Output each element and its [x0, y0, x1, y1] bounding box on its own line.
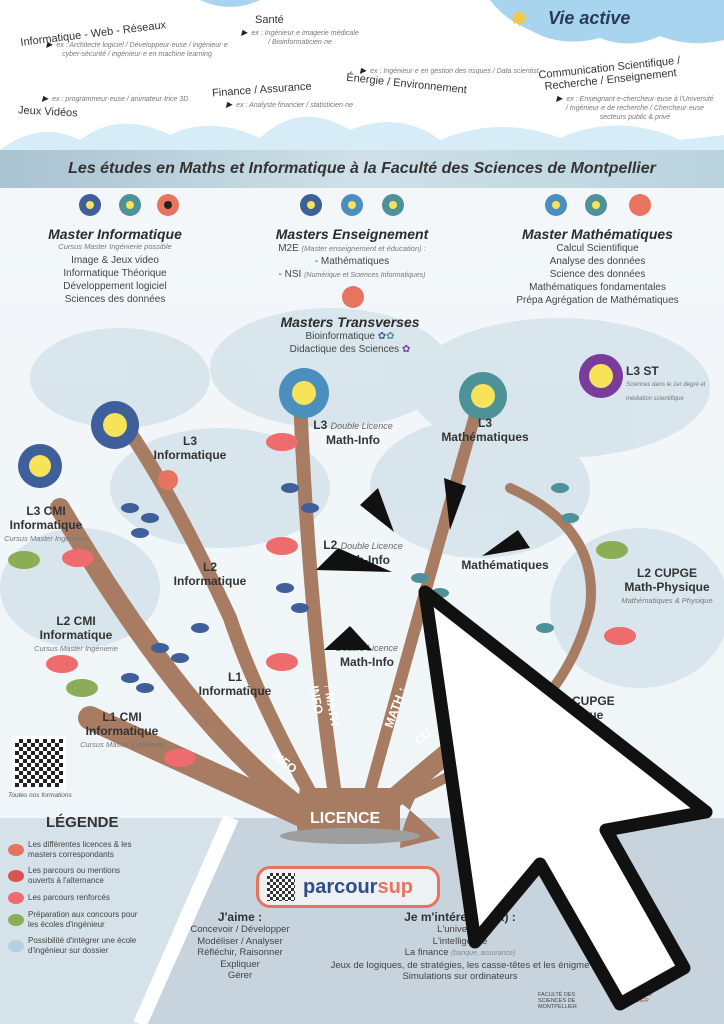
sky-background: [0, 0, 724, 150]
arrow-icon: ▶: [556, 94, 563, 103]
flower-icon: [579, 354, 623, 398]
university-logo: UNIVERSITÉ DE MONTPELLIER: [610, 992, 653, 1004]
arrow-icon: ▶: [241, 28, 248, 37]
sector-sante: Santé: [255, 14, 284, 26]
flower-icon: [79, 194, 141, 216]
dragonfly-icon: [8, 940, 24, 952]
page-title: Les études en Maths et Informatique à la…: [68, 160, 656, 177]
trunk-label-licence: LICENCE: [310, 810, 381, 827]
masters-enseignement: Masters Enseignement M2E (Master enseign…: [275, 226, 429, 280]
ladybug-icon: [158, 194, 651, 490]
legend-title: LÉGENDE: [46, 814, 119, 831]
legend-item-ecole-ingenieur: Possibilité d'intégrer une école d'ingén…: [8, 936, 138, 956]
vie-active-title: Vie active: [548, 8, 631, 28]
parcoursup-button[interactable]: parcoursup: [256, 866, 440, 908]
arrow-icon: ▶: [360, 66, 367, 75]
parcoursup-logo: parcoursup: [303, 875, 414, 898]
flower-icon: [545, 194, 607, 216]
label-l2-mathematiques: Mathématiques: [461, 558, 549, 572]
sector-sante-example: ▶ex : Ingénieur·e imagerie médicale / Bi…: [241, 28, 359, 46]
ladybug-icon: [8, 870, 24, 882]
qr-code: [267, 873, 295, 901]
arrow-icon: ▶: [42, 94, 49, 103]
page-banner: Les études en Maths et Informatique à la…: [0, 150, 724, 188]
flower-icon: [18, 444, 62, 488]
flower-icon: ✿: [401, 344, 411, 355]
flower-icon: [8, 844, 24, 856]
master-informatique: Master Informatique Cursus Master Ingéni…: [48, 226, 182, 305]
flower-icon: [91, 401, 139, 449]
masters-transverses: Masters Transverses Bioinformatique ✿✿ D…: [280, 314, 420, 355]
sector-jeux-example: ▶ex : programmeur·euse / animateur·trice…: [42, 94, 189, 103]
sun-icon: ✸: [510, 6, 529, 31]
leaf-icon: [8, 892, 24, 904]
sector-finance-example: ▶ex : Analyste financier / statisticien·…: [226, 100, 354, 109]
ladybug-icon: [157, 194, 179, 216]
legend: Les différentes licences & les masters c…: [8, 840, 138, 962]
flowers: [18, 194, 651, 490]
arrow-icon: ▶: [46, 40, 53, 49]
legend-item-licences: Les différentes licences & les masters c…: [8, 840, 138, 860]
legend-item-alternance: Les parcours ou mentions ouverts à l'alt…: [8, 866, 138, 886]
sector-informatique-example: ▶ex : Architecte logiciel / Développeur·…: [46, 40, 228, 58]
sector-communication-example: ▶ex : Enseignant·e-chercheur·euse à l'Un…: [556, 94, 714, 121]
flower-icon: [459, 372, 507, 420]
sector-energie-example: ▶ex : Ingénieur·e en gestion des risques…: [360, 66, 539, 75]
flower-icon: ✿: [386, 331, 395, 342]
leaf-icon: [8, 914, 24, 926]
arrow-icon: ▶: [226, 100, 233, 109]
legend-item-renforces: Les parcours renforcés: [8, 892, 138, 904]
flower-icon: ✿: [377, 331, 387, 342]
tree-illustration: [0, 188, 724, 1024]
faculty-logo: FACULTÉ DES SCIENCES DE MONTPELLIER: [538, 992, 577, 1010]
qr-code[interactable]: [12, 736, 66, 790]
legend-item-concours: Préparation aux concours pour les écoles…: [8, 910, 138, 930]
flower-icon: [300, 194, 404, 216]
qr-caption: Toutes nos formations: [8, 792, 72, 799]
flower-icon: [279, 368, 329, 418]
master-mathematiques: Master Mathématiques Calcul Scientifique…: [516, 226, 679, 306]
